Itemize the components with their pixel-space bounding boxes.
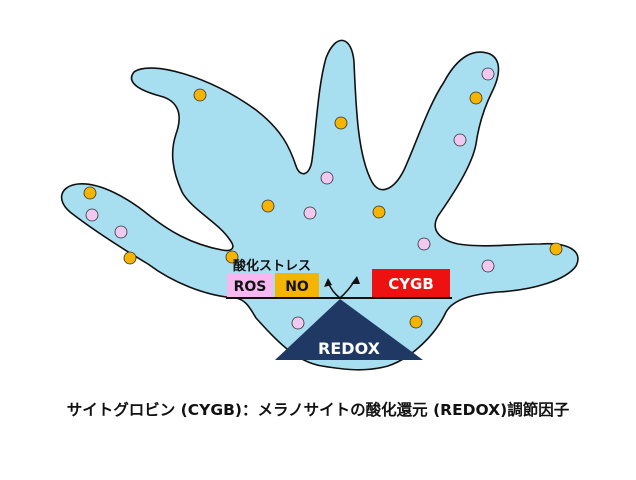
pink-granule <box>320 171 334 185</box>
redox-label: REDOX <box>318 339 381 358</box>
pink-granules <box>85 67 495 330</box>
orange-granule <box>83 186 97 200</box>
pink-granule <box>453 133 467 147</box>
orange-granule <box>123 251 137 265</box>
no-label: NO <box>285 279 309 295</box>
orange-granule <box>334 116 348 130</box>
melanocyte-diagram: 酸化ストレス ROS NO CYGB REDOX <box>60 39 579 371</box>
oxidative-stress-label: 酸化ストレス <box>233 258 311 274</box>
right-arrowhead-icon <box>351 276 360 284</box>
orange-granule <box>409 315 423 329</box>
pink-granule <box>481 67 495 81</box>
pink-granule <box>291 316 305 330</box>
cygb-box <box>372 269 450 297</box>
pink-granule <box>114 225 128 239</box>
pink-granule <box>85 208 99 222</box>
ros-box <box>227 273 273 297</box>
cygb-label: CYGB <box>388 275 434 293</box>
no-box <box>275 273 319 297</box>
orange-granule <box>261 199 275 213</box>
pink-granule <box>481 259 495 273</box>
figure-caption: サイトグロビン (CYGB)：メラノサイトの酸化還元 (REDOX)調節因子 <box>66 401 570 419</box>
orange-granule <box>469 91 483 105</box>
orange-granule <box>372 205 386 219</box>
left-arrowhead-icon <box>324 278 332 287</box>
pink-granule <box>303 206 317 220</box>
redox-triangle <box>275 299 423 360</box>
pink-granule <box>417 237 431 251</box>
orange-granule <box>549 242 563 256</box>
orange-granules <box>83 88 563 329</box>
ros-label: ROS <box>234 279 267 295</box>
orange-granule <box>193 88 207 102</box>
orange-granule <box>225 250 239 264</box>
